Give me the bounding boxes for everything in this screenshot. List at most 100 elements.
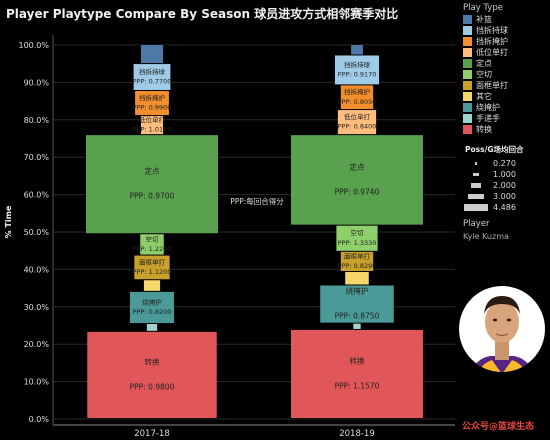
bar-segment: [140, 234, 164, 255]
y-tick-label: 70.0%: [24, 153, 50, 162]
bar-segment: [140, 116, 164, 135]
legend-label: 补篮: [476, 15, 492, 24]
legend-item: 其它: [463, 91, 549, 102]
size-legend-label: 0.270: [493, 159, 516, 168]
y-tick-label: 20.0%: [24, 340, 50, 349]
legend-swatch: [463, 81, 472, 90]
y-tick-label: 50.0%: [24, 228, 50, 237]
size-legend-mark: [470, 183, 482, 188]
legend-item: 转换: [463, 124, 549, 135]
bar-segment: [336, 225, 378, 251]
y-tick-label: 0.0%: [29, 415, 50, 424]
bar-segments: [86, 45, 423, 418]
legend-item: 空切: [463, 69, 549, 80]
size-legend-title: Poss/G场均回合: [465, 145, 524, 154]
y-tick-label: 30.0%: [24, 303, 50, 312]
legend-swatch: [463, 125, 472, 134]
size-legend-mark: [475, 162, 477, 165]
segment-name-label: 低位单打: [139, 115, 166, 124]
segment-name-label: 挡拆持球: [344, 60, 371, 69]
segment-ppp-label: PPP: 1.3330: [338, 239, 377, 247]
segment-name-label: 挡拆掩护: [344, 87, 370, 96]
legend-item: 补篮: [463, 14, 549, 25]
size-legend-item: 3.000: [463, 191, 549, 202]
segment-name-label: 挡拆掩护: [139, 93, 165, 102]
segment-name-label: 面框单打: [344, 251, 371, 260]
legend-item: 手递手: [463, 113, 549, 124]
size-legend-item: 0.270: [463, 158, 549, 169]
bar-segment: [146, 324, 158, 331]
chart-title: Player Playtype Compare By Season 球员进攻方式…: [6, 7, 399, 21]
segment-name-label: 空切: [146, 234, 160, 243]
size-legend-mark: [467, 193, 485, 200]
bar-segment: [340, 85, 374, 110]
bar-segment: [86, 135, 218, 234]
legend-items: 补篮挡拆持球挡拆掩护低位单打定点空切面框单打其它绕掩护手递手转换: [463, 14, 549, 135]
segment-ppp-label: PPP: 0.8200: [133, 308, 172, 316]
segment-name-label: 低位单打: [344, 112, 371, 121]
legend-swatch: [463, 103, 472, 112]
segment-name-label: 定点: [350, 161, 365, 171]
legend-label: 挡拆持球: [476, 26, 508, 35]
segment-ppp-label: PPP: 0.9900: [133, 104, 172, 112]
y-tick-label: 80.0%: [24, 116, 50, 125]
bar-segment: [340, 251, 374, 272]
player-legend-title: Player: [463, 219, 490, 229]
bar-segment: [135, 91, 169, 116]
bar-segment: [87, 331, 217, 418]
size-legend-label: 3.000: [493, 192, 516, 201]
y-tick-label: 60.0%: [24, 191, 50, 200]
size-legend-item: 4.486: [463, 202, 549, 213]
player-name: Kyle Kuzma: [463, 232, 509, 241]
legend-label: 面框单打: [476, 81, 508, 90]
segment-ppp-label: PPP: 0.8750: [335, 312, 380, 321]
legend-swatch: [463, 114, 472, 123]
bar-segment: [345, 272, 369, 285]
segment-name-label: 绕掩护: [142, 297, 162, 306]
size-legend-label: 4.486: [493, 203, 516, 212]
segment-labels: 转换 PPP: 0.9800 绕掩护 PPP: 0.8200 面框单打 PPP: 1.12…: [130, 60, 380, 392]
segment-ppp-label: PPP: 1.1200: [133, 268, 172, 276]
bar-segment: [320, 285, 394, 323]
segment-ppp-label: PPP: 0.8400: [338, 123, 377, 131]
y-tick-label: 90.0%: [24, 78, 50, 87]
stacked-bar-chart: 0.0%10.0%20.0%30.0%40.0%50.0%60.0%70.0%8…: [4, 35, 455, 439]
segment-ppp-label: PPP: 0.7700: [133, 78, 172, 86]
player-avatar: [459, 286, 545, 372]
legend-swatch: [463, 92, 472, 101]
legend-label: 绕掩护: [476, 103, 500, 112]
size-legend-mark: [473, 172, 479, 177]
legend-label: 手递手: [476, 114, 500, 123]
legend-label: 定点: [476, 59, 492, 68]
bar-segment: [291, 329, 423, 418]
segment-ppp-label: PPP: 1.2200: [133, 245, 172, 253]
segment-ppp-label: PPP: 0.8290: [338, 262, 377, 270]
bar-segment: [291, 135, 423, 225]
legend-swatch: [463, 70, 472, 79]
bar-segment: [351, 45, 363, 55]
legend-swatch: [463, 48, 472, 57]
bar-segment: [337, 110, 377, 135]
segment-ppp-label: PPP: 0.9170: [338, 71, 377, 79]
segment-name-label: 面框单打: [139, 257, 166, 266]
size-legend-label: 2.000: [493, 181, 516, 190]
y-tick-label: 10.0%: [24, 378, 50, 387]
bar-segment: [353, 323, 361, 329]
segment-ppp-label: PPP: 0.9700: [130, 192, 175, 201]
y-axis-label: % Time: [4, 205, 13, 238]
segment-name-label: 转换: [350, 355, 365, 365]
size-legend-label: 1.000: [493, 170, 516, 179]
center-annotation: PPP:每回合得分: [230, 196, 284, 206]
segment-ppp-label: PPP: 0.9800: [130, 382, 175, 391]
legend-label: 其它: [476, 92, 492, 101]
legend-title: Play Type: [463, 3, 503, 13]
legend-label: 挡拆掩护: [476, 37, 508, 46]
segment-name-label: 挡拆持球: [139, 67, 166, 76]
legend-swatch: [463, 15, 472, 24]
bar-segment: [134, 255, 170, 280]
legend-item: 绕掩护: [463, 102, 549, 113]
segment-name-label: 转换: [145, 356, 160, 366]
legend-item: 挡拆持球: [463, 25, 549, 36]
size-legend-item: 2.000: [463, 180, 549, 191]
size-legend-items: 0.270 1.000 2.000 3.000 4.486: [463, 158, 549, 213]
